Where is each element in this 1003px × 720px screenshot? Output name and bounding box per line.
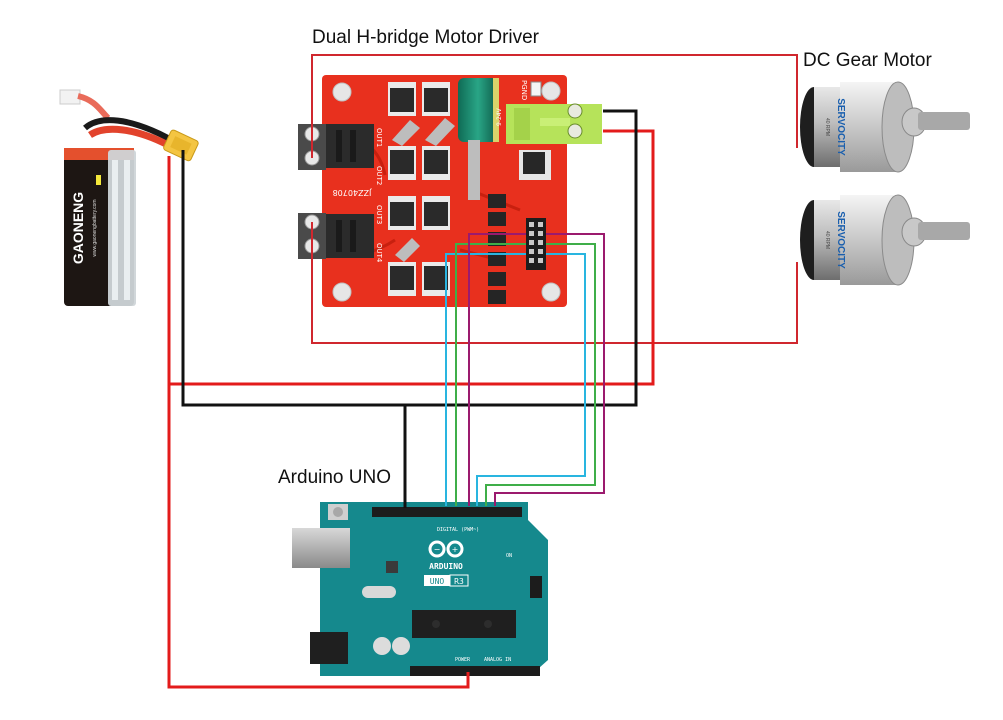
motor-b-terminal <box>298 213 374 259</box>
solder-pad <box>395 238 420 262</box>
dc-jack <box>310 632 348 664</box>
battery-red-lead <box>88 125 170 149</box>
mount-hole <box>541 282 561 302</box>
battery-website: www.gaonengbattery.com <box>92 199 98 256</box>
driver-pcb <box>322 75 567 307</box>
voltage-label: 9-24V <box>496 107 503 126</box>
pin7-wire <box>468 233 526 506</box>
arduino-logo-text: ARDUINO <box>429 562 463 571</box>
arduino-vin-wire <box>167 384 470 689</box>
digital-header <box>372 507 522 517</box>
battery-black-lead <box>83 117 170 141</box>
arduino-label: Arduino UNO <box>278 467 391 488</box>
capacitor <box>392 637 410 655</box>
motor-driver-board: OUT1 OUT2 OUT3 OUT4 JZZ40708 PGND <box>298 75 602 307</box>
pin9-wire <box>445 253 526 506</box>
dc-gear-motor-1: SERVOCITY 40 RPM <box>800 81 970 173</box>
battery-negative-wire <box>181 109 638 407</box>
power-screw-negative <box>567 123 583 139</box>
revision-text: R3 <box>454 577 464 586</box>
pgnd-label: PGND <box>520 80 528 100</box>
motor-spec: 40 RPM <box>824 231 830 249</box>
wires <box>167 54 798 689</box>
motor-a-terminal <box>298 124 374 170</box>
model-text: UNO <box>430 577 445 586</box>
revision-badge <box>449 574 469 587</box>
board-code: JZZ40708 <box>333 188 373 197</box>
on-led-label: ON <box>506 553 512 559</box>
arduino-pcb <box>320 502 548 676</box>
out4-label: OUT4 <box>375 243 383 263</box>
balance-connector <box>59 89 81 105</box>
power-screw-positive <box>567 103 583 119</box>
electrolytic-capacitor <box>458 78 499 200</box>
motor-brand: SERVOCITY <box>835 211 846 269</box>
power-terminal <box>506 103 602 144</box>
motor-brand: SERVOCITY <box>835 98 846 156</box>
capacitor <box>373 637 391 655</box>
usb-chip <box>386 561 398 573</box>
atmega-chip <box>412 610 516 638</box>
lipo-battery: GAONENG www.gaonengbattery.com <box>59 89 199 306</box>
mount-hole <box>541 81 561 101</box>
power-analog-header <box>410 666 540 676</box>
motor-driver-label: Dual H-bridge Motor Driver <box>312 27 540 48</box>
motor2-wire <box>311 222 798 344</box>
analog-header-label: ANALOG IN <box>484 657 511 663</box>
battery-brand: GAONENG <box>70 192 86 264</box>
out2-label: OUT2 <box>375 166 383 185</box>
icsp-header <box>530 576 542 598</box>
motor-shaft <box>918 112 970 130</box>
dc-motor-label: DC Gear Motor <box>803 50 932 71</box>
motor-shaft <box>918 222 970 240</box>
pin5-wire <box>485 243 596 506</box>
crystal <box>362 586 396 598</box>
out1-label: OUT1 <box>375 128 383 147</box>
digital-header-label: DIGITAL (PWM~) <box>437 527 479 533</box>
out3-label: OUT3 <box>375 205 383 224</box>
dc-gear-motor-2: SERVOCITY 40 RPM <box>800 194 970 286</box>
balance-wires <box>77 93 111 121</box>
optocoupler-array <box>488 194 506 304</box>
signal-header <box>526 218 546 270</box>
power-header-label: POWER <box>455 657 471 663</box>
battery-indicator <box>96 175 101 185</box>
mount-hole <box>332 282 352 302</box>
arduino-uno-board: + − ARDUINO UNO R3 DIGITAL (PWM~) POWER … <box>292 502 548 676</box>
arduino-logo: + − <box>428 540 464 558</box>
power-led <box>530 81 542 97</box>
model-badge <box>424 575 450 586</box>
motor-spec: 40 RPM <box>824 118 830 136</box>
usb-port <box>292 528 350 568</box>
xt60-connector <box>163 129 199 162</box>
pin6-wire <box>476 253 586 506</box>
mount-hole <box>332 82 352 102</box>
motor1-wire <box>311 54 798 158</box>
solder-pad <box>392 118 455 146</box>
pin4-wire <box>494 233 605 506</box>
svg-text:+: + <box>452 545 459 554</box>
pin8-wire <box>455 243 526 506</box>
svg-text:−: − <box>434 545 441 554</box>
